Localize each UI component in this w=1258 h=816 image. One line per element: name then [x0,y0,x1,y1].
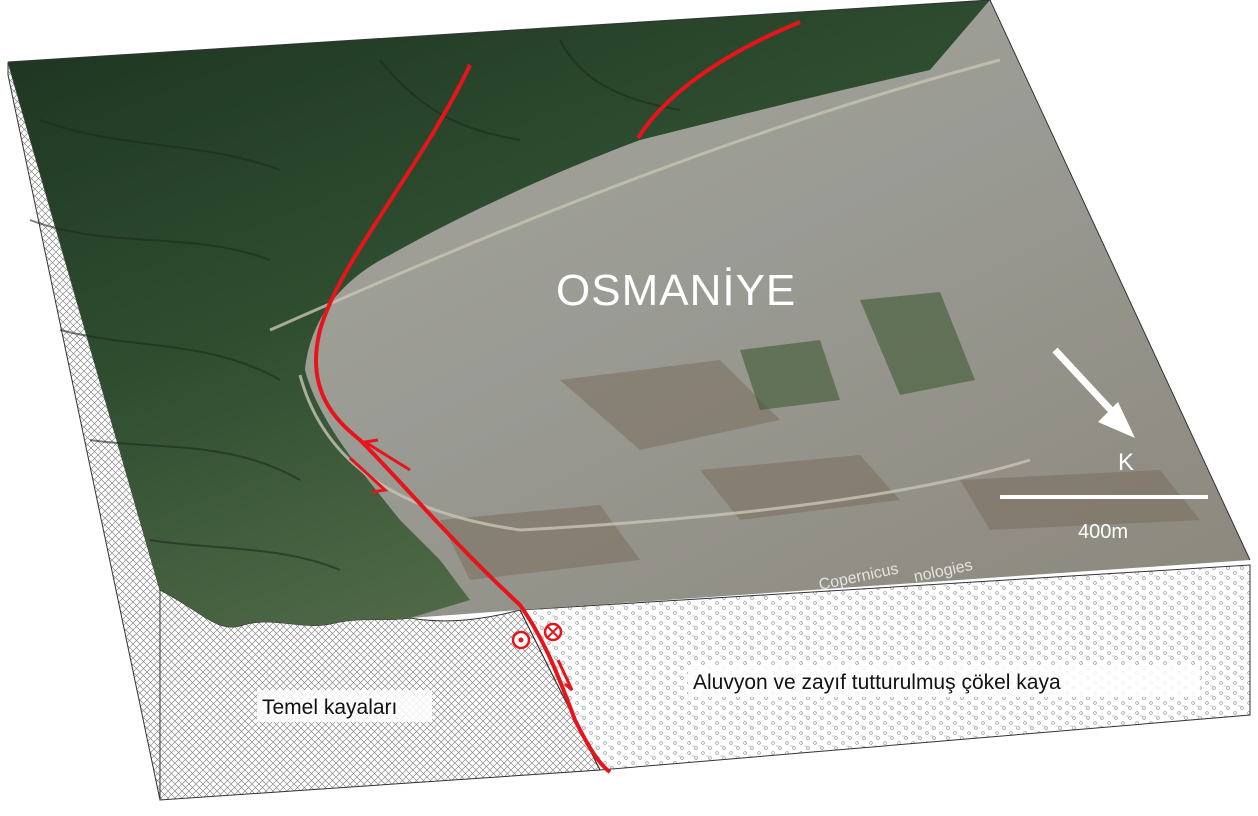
alluvium-label: Aluvyon ve zayıf tutturulmuş çökel kaya [693,671,1061,694]
park-patches [740,292,975,410]
mountain-ridges [29,39,681,571]
main-road [269,58,1001,332]
fault-line-main [314,64,612,774]
north-arrow-icon [1052,347,1135,438]
cross-in-circle-icon [543,622,563,642]
dot-in-circle-icon [511,630,531,650]
field-patches [440,360,1200,580]
ring-road [298,374,1031,532]
fault-line-north [636,20,801,140]
alluvium-label-bg [688,665,1200,697]
city-label: OSMANİYE [556,266,796,315]
half-arrow-icon [556,659,574,692]
scale-label: 400m [1078,521,1128,543]
top-outline [7,0,1251,561]
half-arrow-icon [360,438,411,472]
mountain-area [8,0,990,628]
north-label: K [1118,449,1134,476]
half-arrow-icon [348,456,389,494]
bedrock-label-bg [257,690,432,722]
bedrock-label: Temel kayaları [262,696,397,719]
